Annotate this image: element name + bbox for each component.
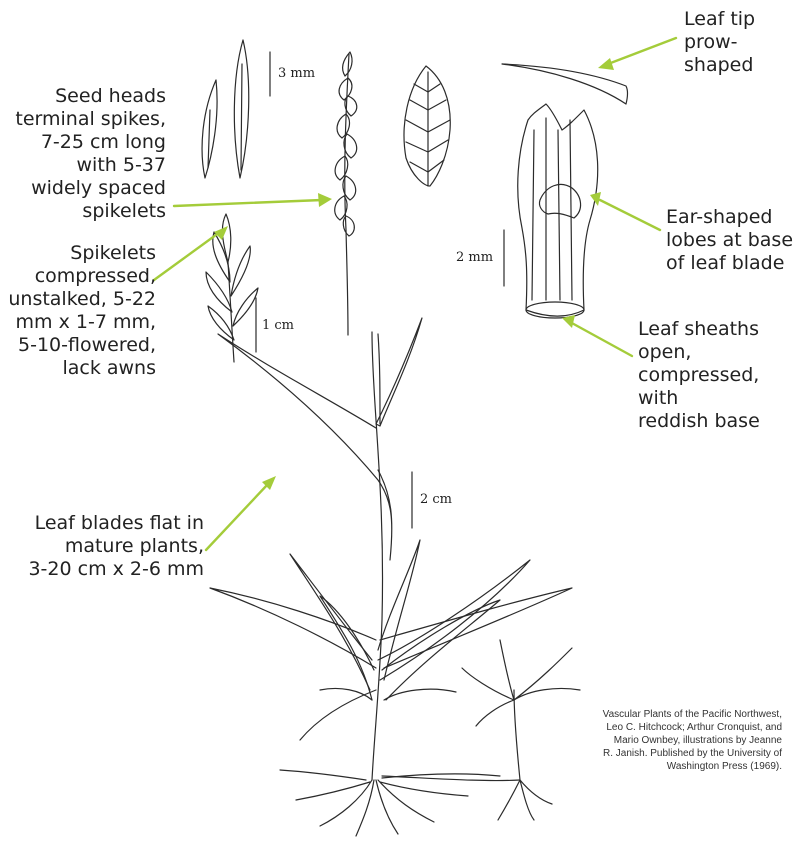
arrow-heads bbox=[214, 58, 614, 490]
scale-label-1cm: 1 cm bbox=[262, 318, 294, 333]
grass-plant-drawing bbox=[210, 318, 572, 780]
arrow-leaf-blades bbox=[206, 484, 268, 550]
leaf-sheath-drawing bbox=[518, 104, 598, 318]
label-spikelets: Spikelets compressed, unstalked, 5-22 mm… bbox=[8, 242, 156, 380]
arrow-leaf-tip bbox=[608, 38, 676, 64]
floret-illustrations bbox=[202, 40, 249, 178]
arrow-leaf-sheaths bbox=[570, 322, 632, 356]
scale-label-2mm: 2 mm bbox=[456, 250, 493, 265]
arrow-spikelets bbox=[154, 232, 220, 280]
illustration-credit: Vascular Plants of the Pacific Northwest… bbox=[560, 708, 782, 773]
label-ear-shaped-lobes: Ear-shaped lobes at base of leaf blade bbox=[666, 206, 796, 275]
roots-drawing bbox=[280, 770, 520, 836]
label-leaf-tip: Leaf tip prow- shaped bbox=[684, 8, 794, 77]
scale-label-3mm: 3 mm bbox=[278, 66, 315, 81]
label-leaf-blades: Leaf blades flat in mature plants, 3-20 … bbox=[8, 512, 204, 581]
arrow-seed-heads bbox=[174, 200, 322, 206]
dense-spike-head bbox=[404, 66, 450, 186]
seed-head-spike bbox=[335, 52, 357, 335]
label-seed-heads: Seed heads terminal spikes, 7-25 cm long… bbox=[8, 85, 166, 223]
leaf-tip-drawing bbox=[502, 64, 628, 104]
scale-label-2cm: 2 cm bbox=[420, 492, 452, 507]
label-leaf-sheaths: Leaf sheaths open, compressed, with redd… bbox=[638, 318, 796, 433]
arrow-ear-lobes bbox=[600, 200, 660, 230]
